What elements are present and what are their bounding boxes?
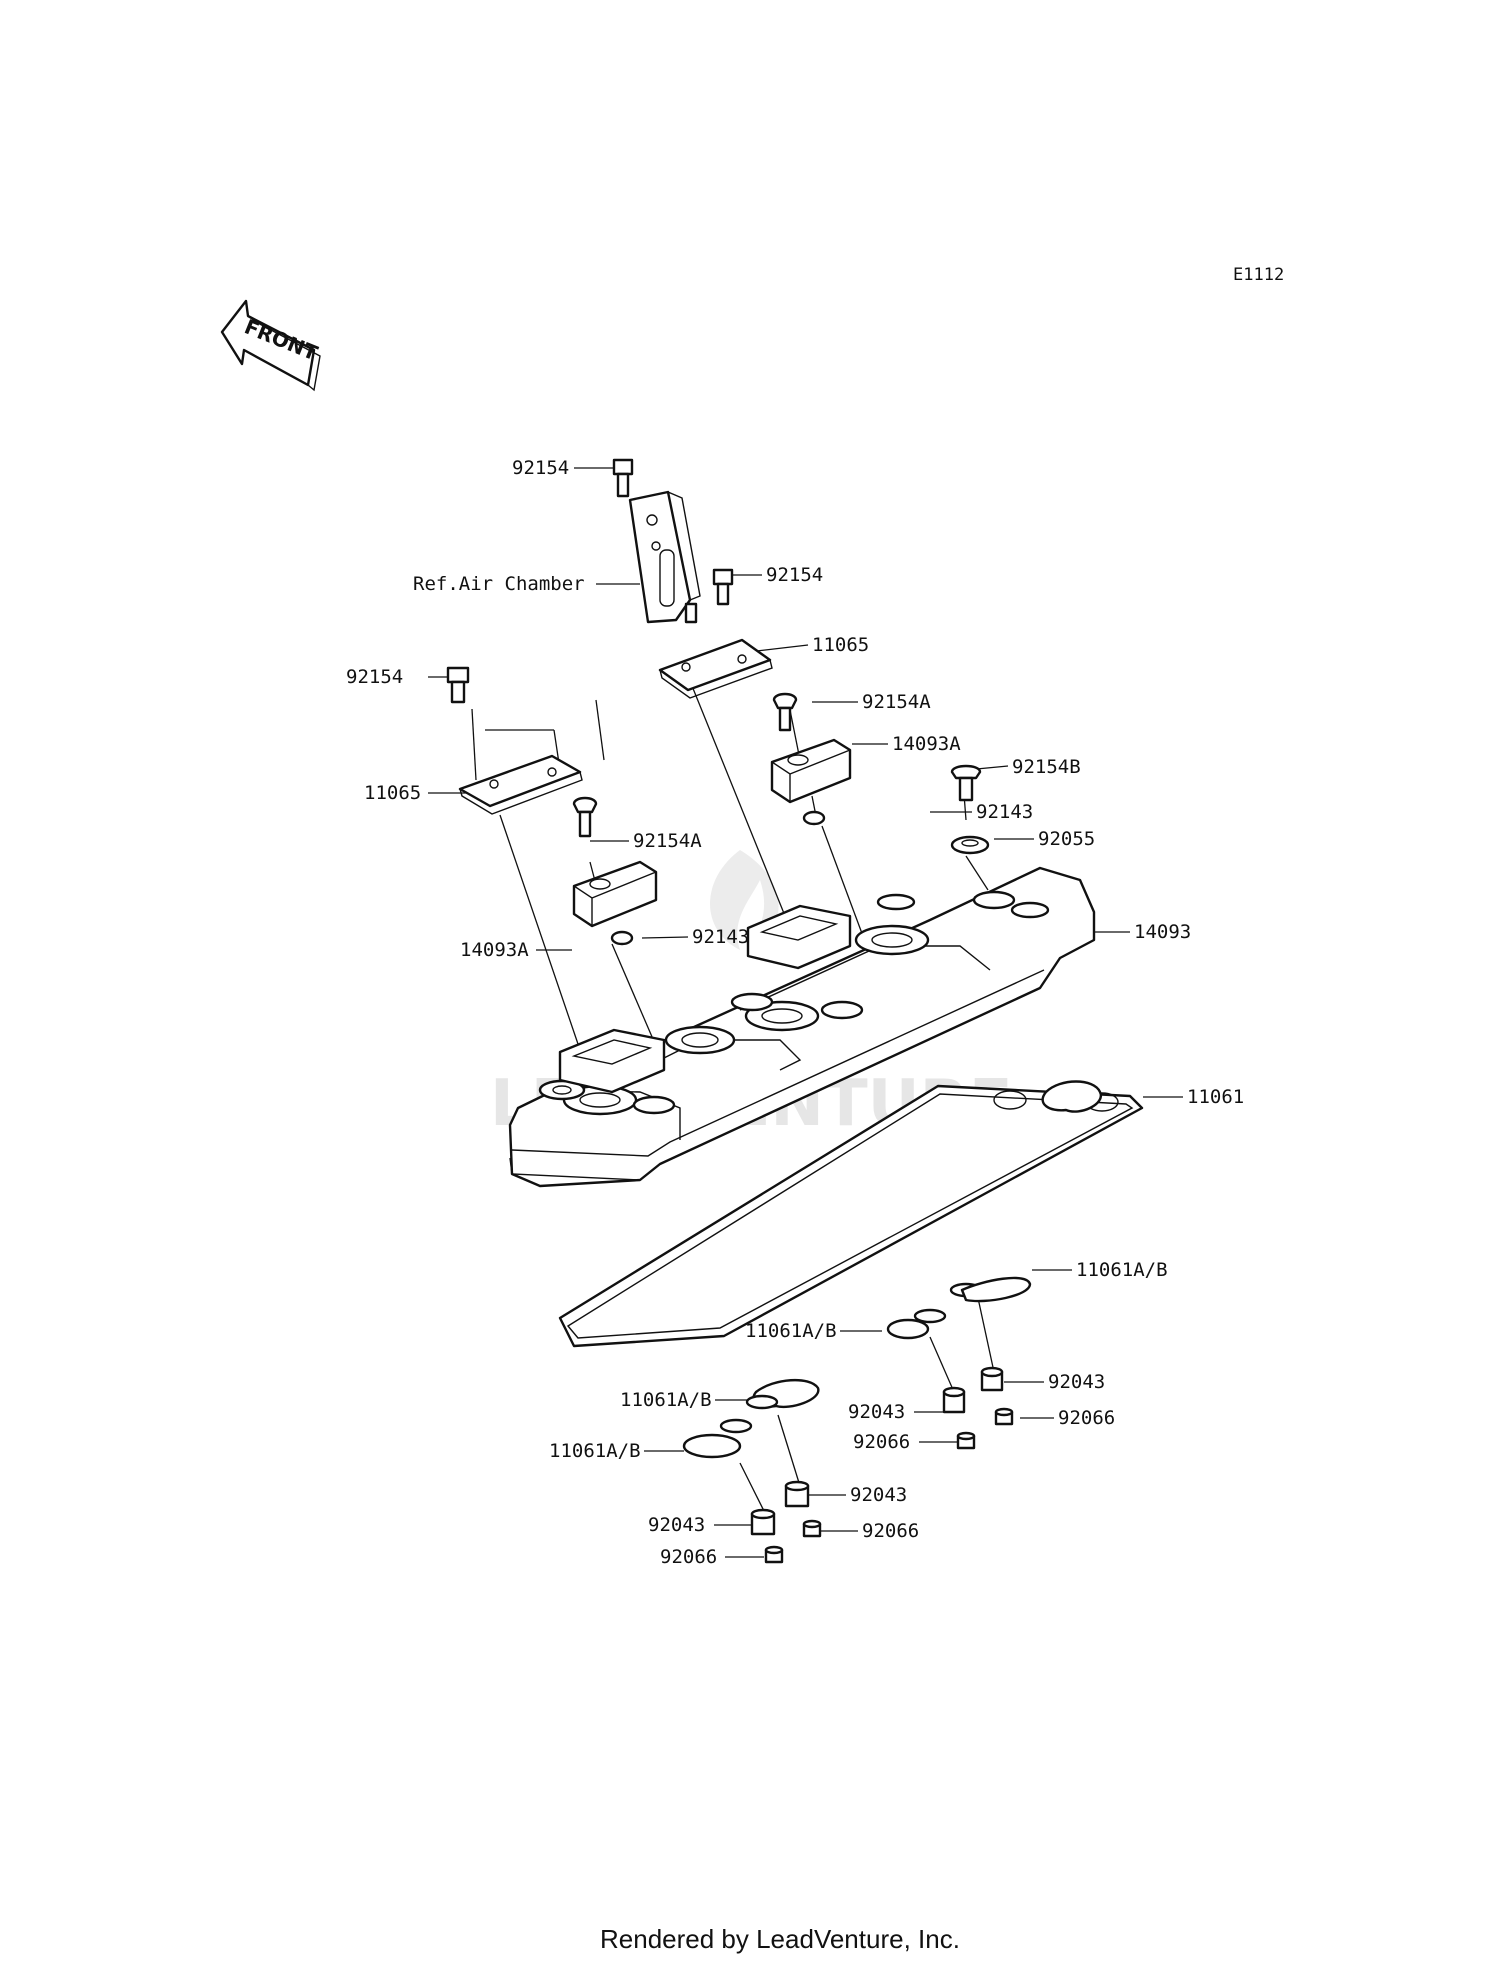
footer-credit: Rendered by LeadVenture, Inc. <box>600 1924 960 1954</box>
dowel-92043-l1 <box>784 1480 810 1508</box>
gasket-11061 <box>558 1084 1144 1348</box>
bolt-92154A-left <box>572 796 598 838</box>
callout-92143-right: 92143 <box>976 801 1033 823</box>
callout-92066-r1: 92066 <box>1058 1407 1115 1429</box>
dowel-92043-r1 <box>980 1366 1004 1392</box>
o-ring-11061AB-r2 <box>886 1276 1032 1340</box>
callout-92154A-left: 92154A <box>633 830 702 852</box>
callout-ref-air-chamber: Ref.Air Chamber <box>413 573 585 595</box>
bolt-92154-left <box>446 666 470 704</box>
callout-92143-left: 92143 <box>692 926 749 948</box>
air-chamber-bracket <box>628 490 701 624</box>
cap-92066-r1 <box>994 1407 1014 1426</box>
callout-92154B: 92154B <box>1012 756 1081 778</box>
callout-92154-mid: 92154 <box>766 564 823 586</box>
callout-92066-r2: 92066 <box>853 1431 910 1453</box>
callout-92066-l1: 92066 <box>862 1520 919 1542</box>
plate-11065-right <box>658 638 773 699</box>
cylinder-head-cover-14093 <box>508 866 1096 1188</box>
bolt-92154B <box>950 764 982 802</box>
callout-92154A-right: 92154A <box>862 691 931 713</box>
callout-11065-left: 11065 <box>364 782 421 804</box>
cap-92066-l2 <box>764 1545 784 1564</box>
bolt-92154A-right <box>772 692 798 732</box>
front-arrow-icon: FRONT <box>220 299 321 392</box>
dowel-92043-r2 <box>942 1386 966 1414</box>
diagram-code: E1112 <box>1233 265 1284 285</box>
cap-92066-l1 <box>802 1519 822 1538</box>
callout-92043-r1: 92043 <box>1048 1371 1105 1393</box>
callout-14093A-right: 14093A <box>892 733 961 755</box>
callout-92043-l1: 92043 <box>850 1484 907 1506</box>
callout-11061AB-r2: 11061A/B <box>745 1320 837 1342</box>
plate-11065-left <box>458 754 583 815</box>
o-ring-11061AB-l2 <box>682 1418 753 1459</box>
callout-92066-l2: 92066 <box>660 1546 717 1568</box>
block-14093A-left <box>572 860 658 928</box>
callout-11061AB-r1: 11061A/B <box>1076 1259 1168 1281</box>
callout-92055: 92055 <box>1038 828 1095 850</box>
callout-11061AB-l1: 11061A/B <box>620 1389 712 1411</box>
dowel-92043-l2 <box>750 1508 776 1536</box>
callout-92154-left: 92154 <box>346 666 403 688</box>
callout-11061: 11061 <box>1187 1086 1244 1108</box>
o-ring-11061AB-l1 <box>745 1378 820 1410</box>
callout-92043-l2: 92043 <box>648 1514 705 1536</box>
callout-11065-right: 11065 <box>812 634 869 656</box>
callout-11061AB-l2: 11061A/B <box>549 1440 641 1462</box>
washer-92143-right <box>802 810 826 826</box>
bolt-92154-top <box>612 458 634 498</box>
grommet-92055 <box>950 835 990 855</box>
callout-92154-top: 92154 <box>512 457 569 479</box>
block-14093A-right <box>770 738 852 804</box>
callout-92043-r2: 92043 <box>848 1401 905 1423</box>
callout-14093A-left: 14093A <box>460 939 529 961</box>
callout-14093: 14093 <box>1134 921 1191 943</box>
cap-92066-r2 <box>956 1431 976 1450</box>
washer-92143-left <box>610 930 634 946</box>
callout-labels: 92154 Ref.Air Chamber 92154 11065 92154 … <box>346 457 1244 1568</box>
bolt-92154-mid <box>712 568 734 606</box>
